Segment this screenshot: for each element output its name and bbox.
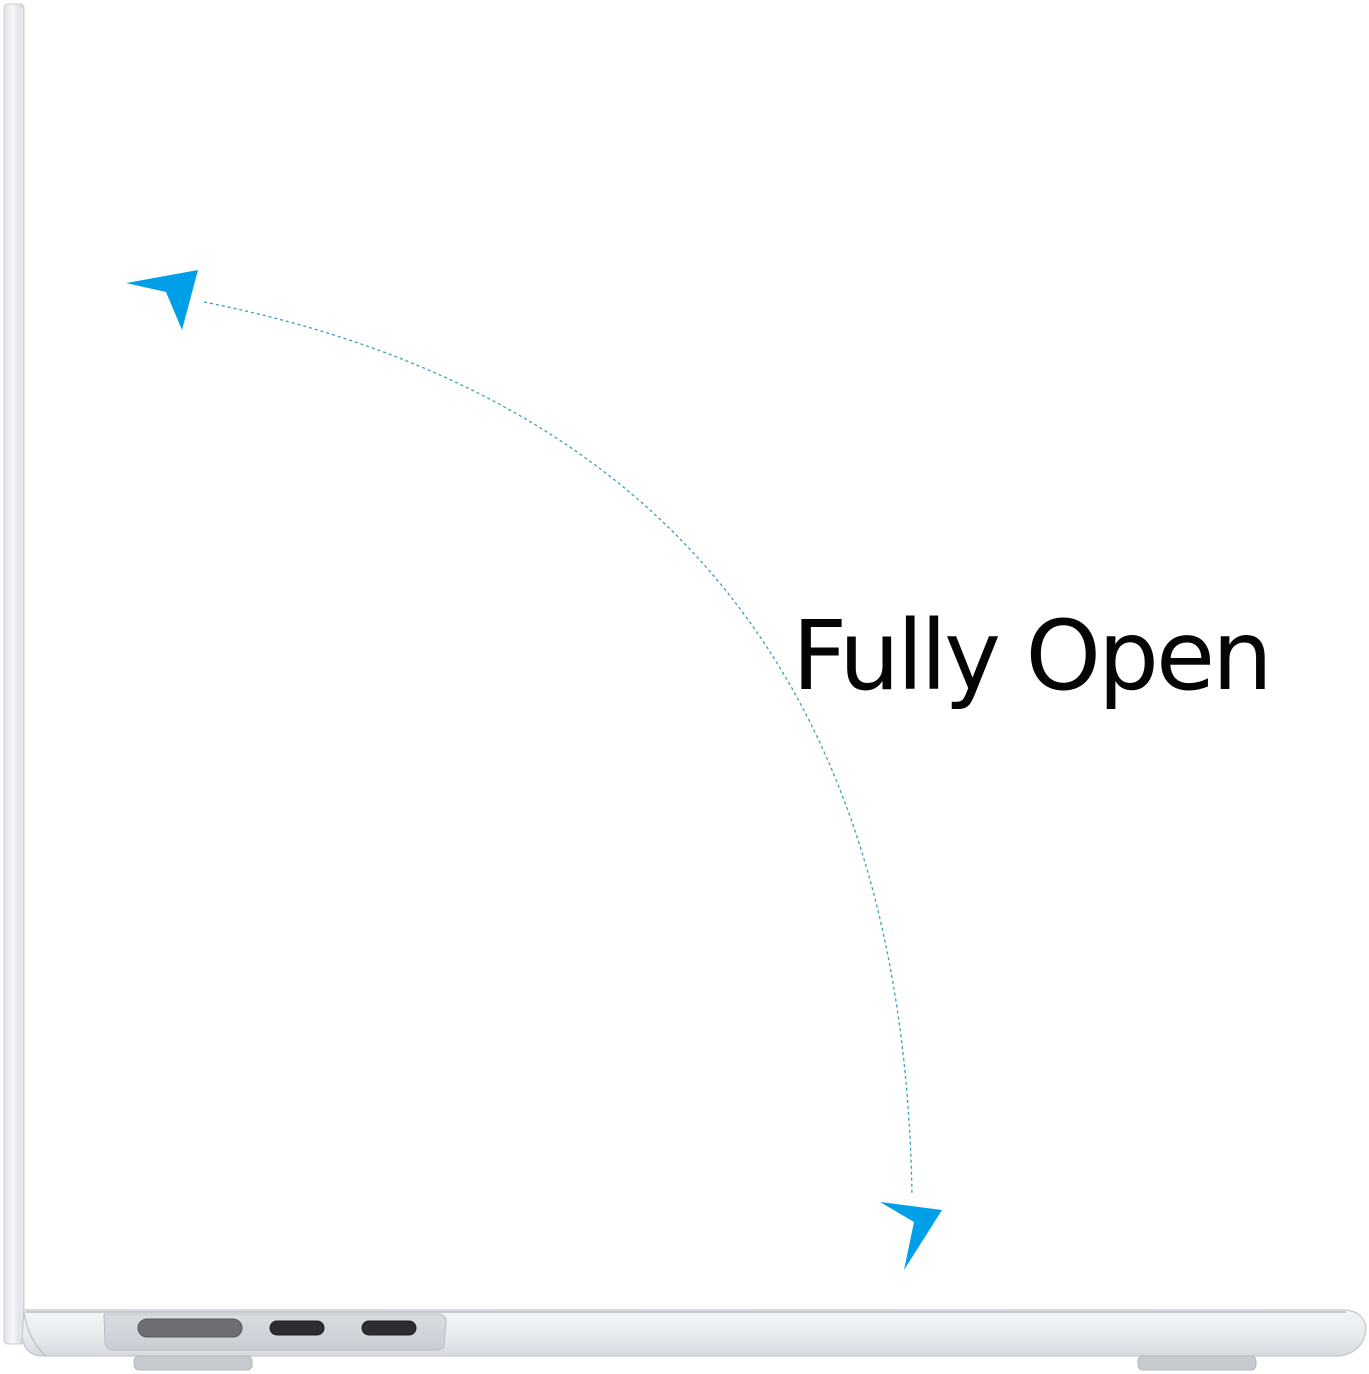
laptop-lid <box>3 3 25 1345</box>
usb-c-port-icon <box>269 1320 325 1336</box>
magsafe-port-icon <box>137 1318 243 1338</box>
laptop-base <box>21 1309 1367 1357</box>
fully-open-caption: Fully Open <box>792 600 1273 712</box>
opening-arc <box>203 301 913 1197</box>
usb-c-port-icon <box>361 1320 417 1336</box>
arrow-up-left-icon <box>126 270 198 330</box>
rubber-foot <box>133 1355 253 1371</box>
arrow-down-icon <box>880 1202 942 1270</box>
rubber-foot <box>1137 1355 1257 1371</box>
